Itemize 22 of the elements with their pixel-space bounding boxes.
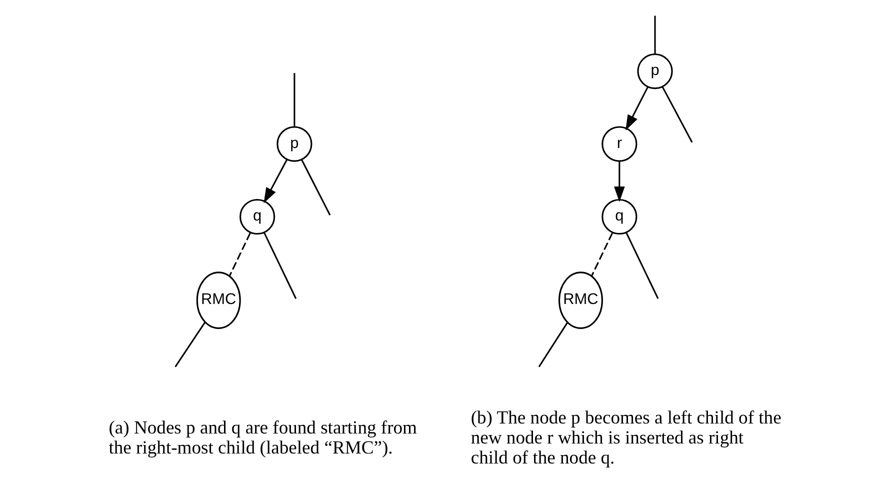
arrow xyxy=(614,162,625,202)
connector xyxy=(538,322,568,368)
node-circle: q xyxy=(602,198,638,235)
label: (b) The node p becomes a left child of the new node r which is inserted as right child of the node q. xyxy=(470,407,782,469)
connector xyxy=(591,232,614,276)
connector xyxy=(300,159,331,216)
connector xyxy=(228,232,251,276)
connector xyxy=(294,73,296,127)
connector xyxy=(174,322,206,368)
connector xyxy=(662,86,693,143)
node-ellipse: RMC xyxy=(558,272,603,329)
connector xyxy=(654,16,656,54)
arrow xyxy=(264,159,288,204)
connector xyxy=(264,232,297,299)
node-circle: p xyxy=(276,126,312,162)
node-circle: p xyxy=(637,53,673,90)
label: (a) Nodes p and q are found starting from the right-most child (labeled “RMC”). xyxy=(108,418,417,459)
connector xyxy=(626,232,659,299)
node-ellipse: RMC xyxy=(196,272,241,329)
node-circle: r xyxy=(602,126,638,162)
node-circle: q xyxy=(240,198,276,235)
arrow xyxy=(626,86,648,130)
